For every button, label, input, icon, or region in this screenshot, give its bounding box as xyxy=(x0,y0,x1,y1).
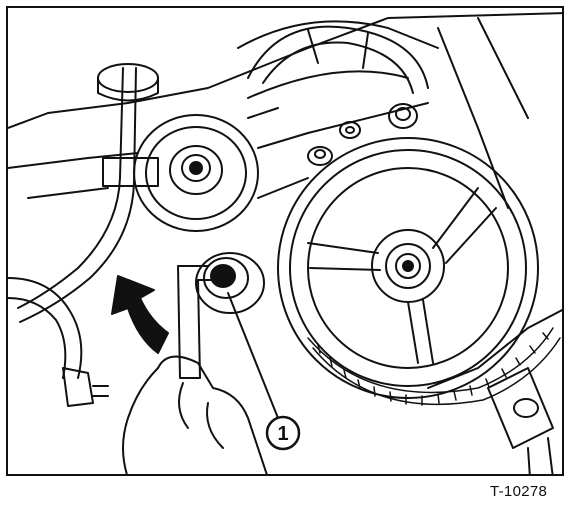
timing-belt xyxy=(247,102,429,199)
hand xyxy=(122,355,268,474)
rotation-arrow-icon xyxy=(111,275,169,354)
callout-number: 1 xyxy=(277,423,288,445)
callout-1: 1 xyxy=(227,292,301,451)
toothed-ring xyxy=(307,327,561,406)
tensioner-pulley xyxy=(133,114,259,232)
crankshaft-pulley xyxy=(277,137,539,399)
adjusting-bolt xyxy=(195,252,265,314)
illustration-frame: 1 xyxy=(6,6,564,476)
hose xyxy=(8,277,109,407)
allen-key xyxy=(177,265,214,379)
camshaft-pulley-upper xyxy=(247,25,429,94)
figure-reference-code: T-10278 xyxy=(490,483,548,500)
right-fitting xyxy=(487,367,554,474)
housing-bolts xyxy=(307,103,418,166)
